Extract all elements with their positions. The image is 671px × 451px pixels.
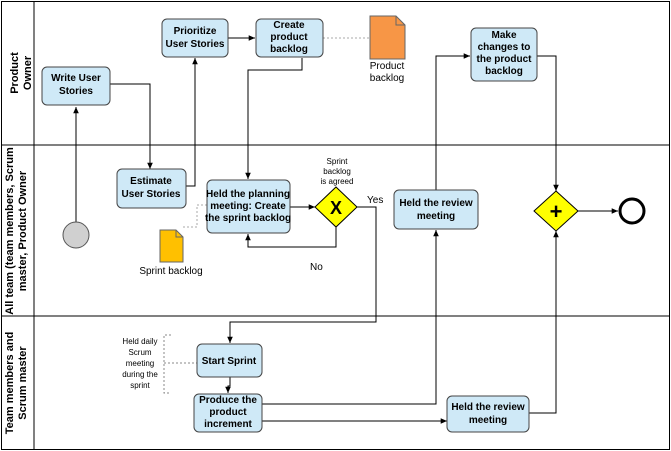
flow-estimate-to-prioritize: [186, 58, 198, 187]
exclusive-gateway[interactable]: X: [314, 186, 358, 228]
parallel-gateway[interactable]: +: [533, 190, 579, 232]
task-start-sprint[interactable]: Start Sprint: [196, 343, 263, 378]
artifact-sprint-backlog-label: Sprint backlog: [139, 266, 202, 277]
association-daily-scrum: [163, 334, 197, 394]
task-start-sprint-label: Start Sprint: [202, 356, 257, 367]
lane-label-product-owner: ProductOwner: [9, 52, 34, 94]
lane-label-team-members: Team members andScrum master: [4, 332, 29, 435]
start-event[interactable]: [62, 221, 90, 249]
lane-label-all-team: All team (team members, Scrummaster, Pro…: [4, 147, 29, 315]
gateway-yes-label: Yes: [367, 195, 383, 206]
parallel-gateway-icon: +: [550, 199, 563, 224]
sequence-flows: [73, 35, 618, 424]
gateway-no-label: No: [310, 262, 323, 273]
artifact-sprint-backlog[interactable]: Sprint backlog: [139, 229, 203, 277]
flow-create-to-planning: [245, 58, 303, 179]
flow-start-to-produce: [225, 377, 231, 393]
end-event[interactable]: [618, 197, 646, 225]
flow-gateway-no-loop: [245, 227, 337, 248]
flow-make-changes-to-parallel: [537, 55, 559, 191]
flow-write-to-estimate: [110, 83, 153, 169]
association-sprint-backlog: [183, 204, 207, 228]
flow-gateway-yes-to-start-sprint: [227, 206, 377, 343]
flow-review-team-to-parallel: [529, 231, 559, 414]
flow-review-all-to-make-changes: [435, 53, 470, 190]
exclusive-gateway-icon: X: [330, 198, 342, 218]
flow-produce-to-review-all: [262, 230, 439, 405]
